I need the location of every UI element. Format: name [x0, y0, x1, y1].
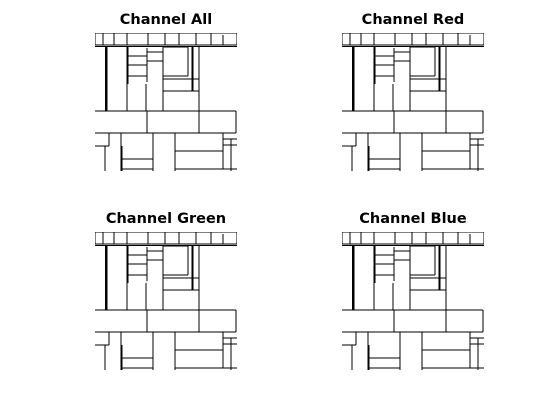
image-background: [95, 33, 237, 175]
image-background: [342, 232, 484, 374]
line-group: [342, 33, 484, 175]
image-background: [95, 232, 237, 374]
panel-title: Channel Blue: [359, 211, 467, 227]
line-group: [95, 33, 237, 175]
panel-title: Channel Green: [105, 211, 227, 227]
block-diagram-image: [95, 33, 237, 175]
block-diagram-image: [95, 232, 237, 374]
image-background: [342, 33, 484, 175]
line-group: [95, 232, 237, 374]
panel-title: Channel All: [119, 12, 213, 28]
block-diagram-image: [342, 33, 484, 175]
panel-title: Channel Red: [361, 12, 465, 28]
block-diagram-image: [342, 232, 484, 374]
line-group: [342, 232, 484, 374]
